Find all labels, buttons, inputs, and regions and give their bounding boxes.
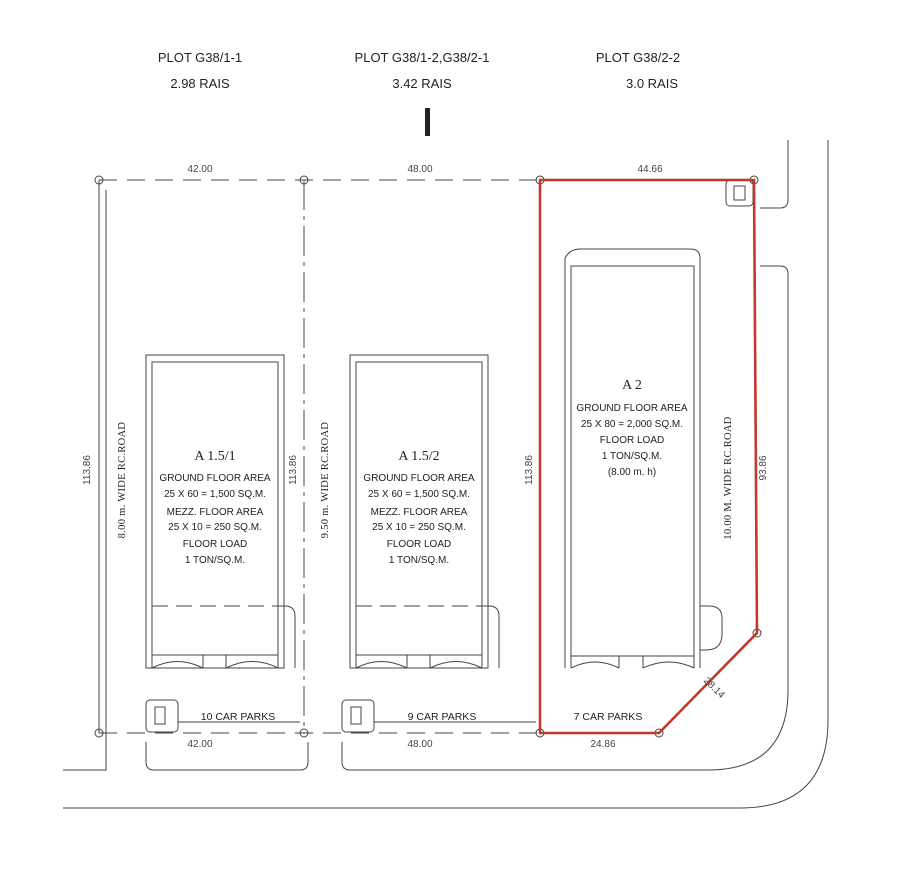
dim-left-side: 113.86: [82, 455, 93, 485]
road-curbs: [63, 140, 829, 809]
building-1-line-4: 25 X 10 = 250 SQ.M.: [168, 522, 262, 533]
plot-3-name: PLOT G38/2-2: [595, 50, 681, 65]
road-label-middle: 9.50 m. WIDE RC.ROAD: [320, 422, 331, 539]
road-label-left: 8.00 m. WIDE RC.ROAD: [117, 422, 128, 539]
building-2-line-2: 25 X 60 = 1,500 SQ.M.: [368, 489, 470, 500]
building-1-line-6: 1 TON/SQ.M.: [185, 555, 245, 566]
parking-label-a: 10 CAR PARKS: [201, 711, 276, 723]
plot-3-area: 3.0 RAIS: [625, 76, 679, 91]
building-3-line-5: (8.00 m. h): [608, 467, 656, 478]
dim-diagonal: 28.14: [701, 675, 727, 701]
building-1-line-1: GROUND FLOOR AREA: [159, 473, 270, 484]
building-a1-5-1: [145, 354, 296, 669]
building-2-title: A 1.5/2: [398, 449, 439, 464]
dim-bottom-c: 24.86: [590, 739, 615, 750]
plot-2-area: 3.42 RAIS: [392, 76, 452, 91]
building-2-line-4: 25 X 10 = 250 SQ.M.: [372, 522, 466, 533]
building-2-line-1: GROUND FLOOR AREA: [363, 473, 474, 484]
building-a2: [564, 248, 723, 669]
north-marker: [425, 108, 430, 136]
building-3-title: A 2: [622, 378, 642, 393]
survey-points: [94, 175, 762, 738]
building-3-line-2: 25 X 80 = 2,000 SQ.M.: [581, 419, 683, 430]
dim-right-side: 93.86: [758, 455, 769, 480]
building-a1-5-2: [349, 354, 500, 669]
road-label-right: 10.00 M. WIDE RC.ROAD: [723, 416, 734, 539]
dim-top-c: 44.66: [637, 164, 662, 175]
building-1-line-5: FLOOR LOAD: [183, 539, 247, 550]
dim-top-b: 48.00: [407, 164, 432, 175]
dim-mid-a: 113.86: [288, 455, 299, 485]
building-2-line-6: 1 TON/SQ.M.: [389, 555, 449, 566]
dim-top-a: 42.00: [187, 164, 212, 175]
highlighted-plot-boundary: [538, 178, 759, 735]
building-1-line-2: 25 X 60 = 1,500 SQ.M.: [164, 489, 266, 500]
dim-bottom-a: 42.00: [187, 739, 212, 750]
dim-mid-b: 113.86: [524, 455, 535, 485]
building-3-line-1: GROUND FLOOR AREA: [576, 403, 687, 414]
building-2-line-3: MEZZ. FLOOR AREA: [371, 507, 468, 518]
parking-label-c: 7 CAR PARKS: [574, 711, 643, 723]
building-2-line-5: FLOOR LOAD: [387, 539, 451, 550]
plot-1-name: PLOT G38/1-1: [157, 50, 243, 65]
plot-2-name: PLOT G38/1-2,G38/2-1: [354, 50, 490, 65]
dim-bottom-b: 48.00: [407, 739, 432, 750]
building-1-line-3: MEZZ. FLOOR AREA: [167, 507, 264, 518]
building-1-title: A 1.5/1: [194, 449, 235, 464]
parking-label-b: 9 CAR PARKS: [408, 711, 477, 723]
building-3-line-3: FLOOR LOAD: [600, 435, 664, 446]
plot-1-area: 2.98 RAIS: [170, 76, 230, 91]
building-3-line-4: 1 TON/SQ.M.: [602, 451, 662, 462]
gate-boxes: [145, 179, 754, 733]
